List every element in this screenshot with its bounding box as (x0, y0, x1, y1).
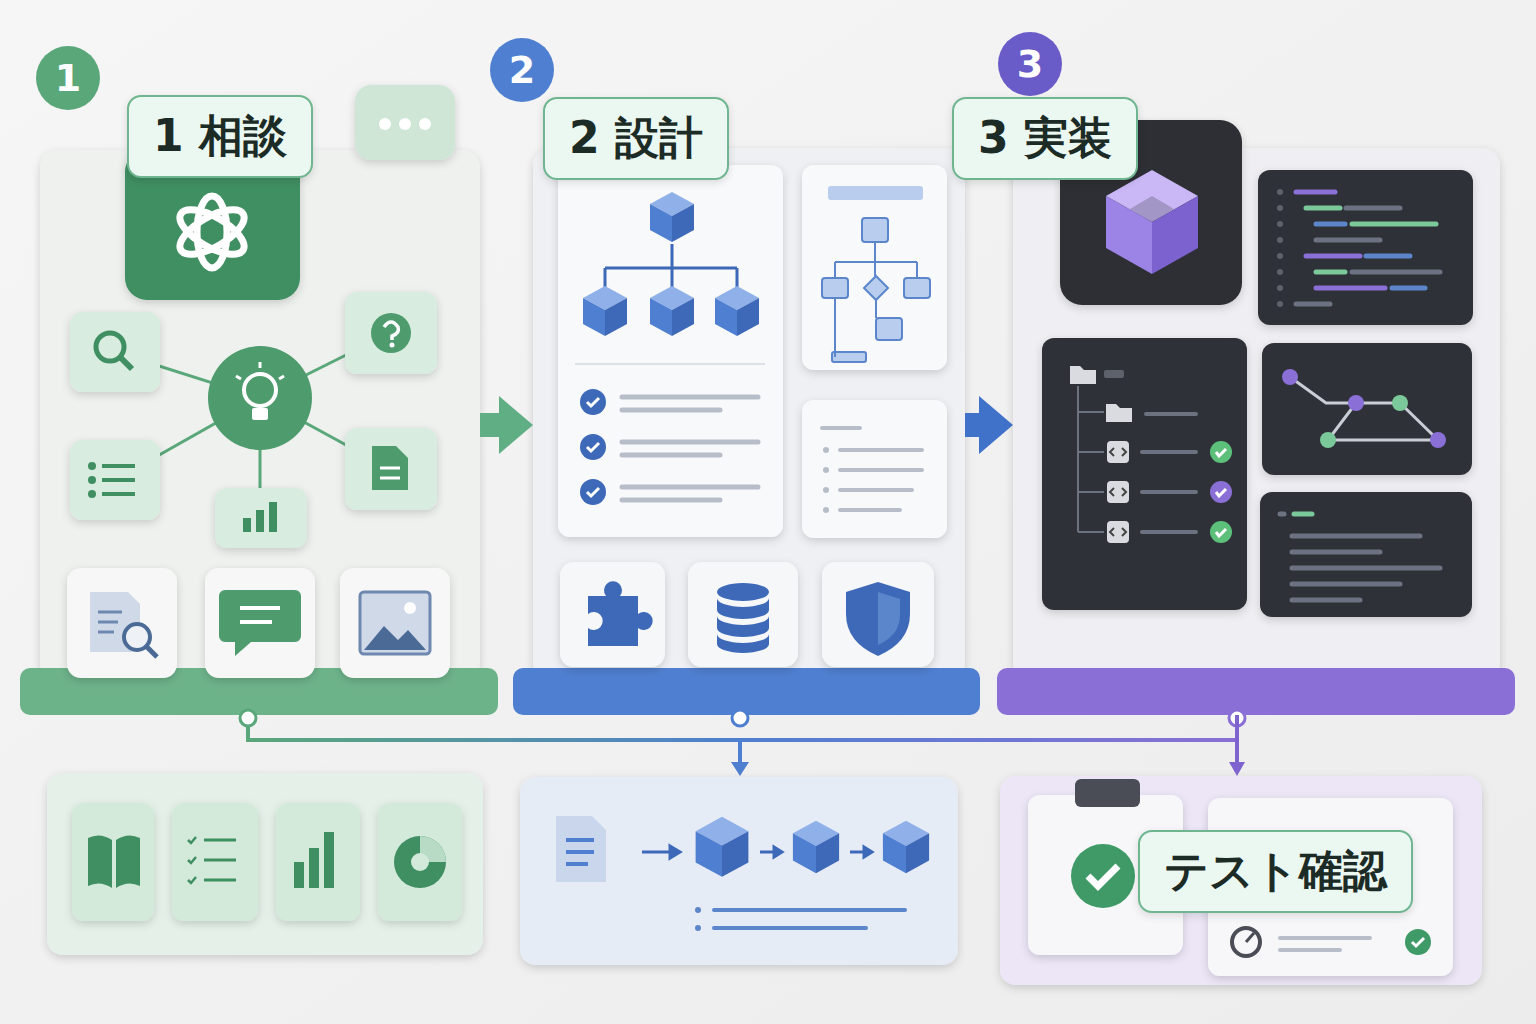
step-heading: 1 相談 (127, 95, 313, 178)
step-heading: 3 実装 (952, 97, 1138, 180)
callout-number: 3 (1017, 45, 1043, 83)
callout-number: 1 (55, 59, 81, 97)
test-panel: テスト確認 (1000, 776, 1482, 985)
consult-panel: 1 相談 (40, 150, 480, 680)
flow-arrow (480, 413, 499, 437)
step-heading: 2 設計 (543, 97, 729, 180)
flow-arrow (1235, 715, 1239, 762)
callout-number: 2 (509, 51, 535, 89)
design-panel: 2 設計 (533, 148, 965, 680)
implement-panel: 3 実装 (1013, 148, 1500, 715)
step-heading: テスト確認 (1138, 830, 1413, 913)
flow-arrow (965, 413, 979, 437)
